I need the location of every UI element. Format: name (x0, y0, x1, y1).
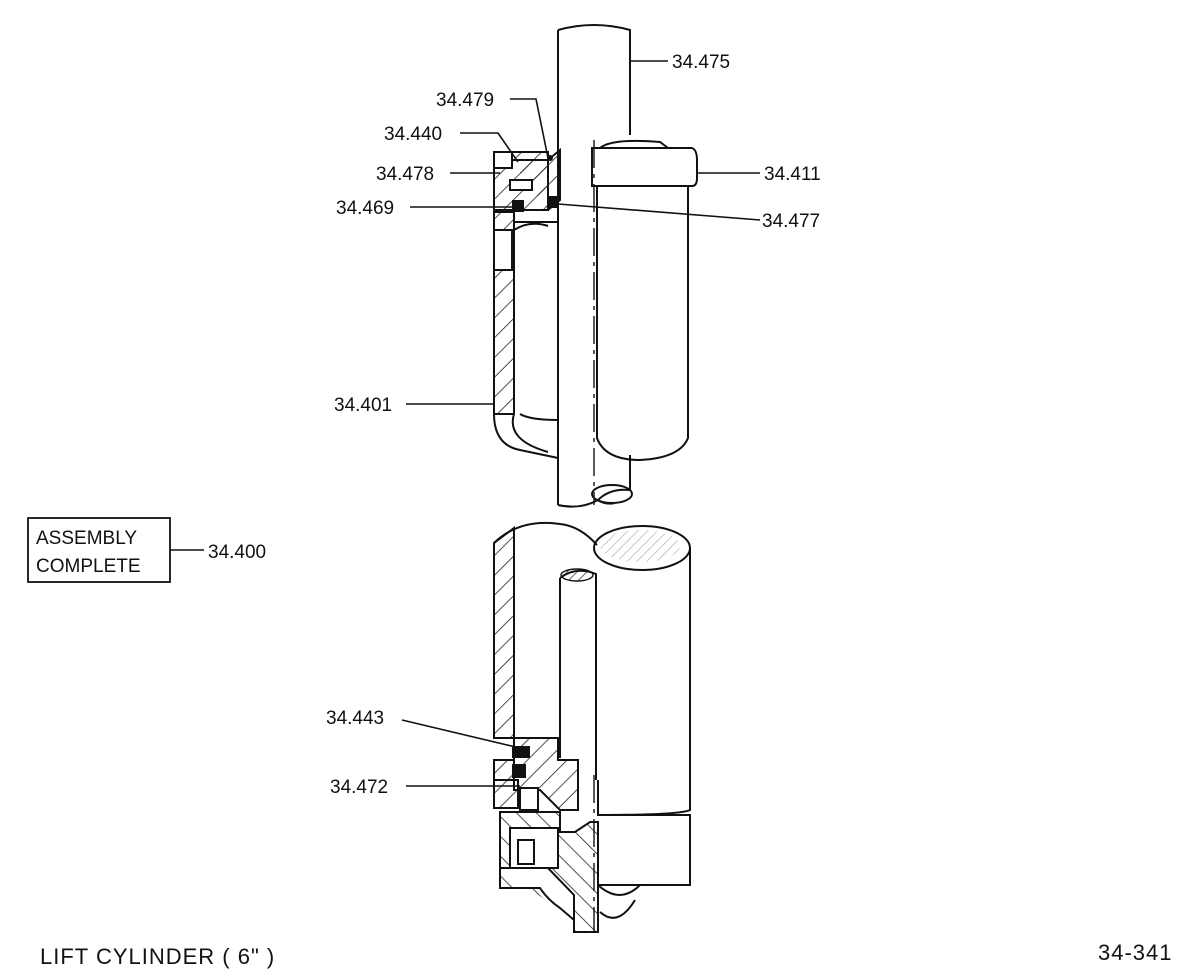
lower-cylinder-section (493, 521, 691, 933)
callout-34-469: 34.469 (336, 198, 394, 219)
assembly-box-line2: COMPLETE (36, 556, 141, 577)
piston-rod-upper (557, 24, 631, 140)
callout-34-475: 34.475 (672, 52, 730, 73)
upper-cylinder-section (493, 24, 698, 508)
callout-34-479: 34.479 (436, 90, 494, 111)
piston-rod-lower (559, 569, 597, 780)
seal-34-443 (512, 746, 530, 758)
callout-34-411: 34.411 (764, 164, 821, 185)
assembly-box-line1: ASSEMBLY (36, 528, 137, 549)
callout-labels: 34.475 34.479 34.440 34.478 34.411 34.46… (208, 52, 821, 798)
cylinder-base (598, 814, 691, 886)
callout-34-472: 34.472 (330, 777, 388, 798)
callout-34-443: 34.443 (326, 708, 384, 729)
seal-34-477 (548, 196, 558, 208)
callout-34-440: 34.440 (384, 124, 442, 145)
seal-34-469 (512, 200, 524, 212)
callout-34-477: 34.477 (762, 211, 820, 232)
page-number: 34-341 (1098, 940, 1173, 965)
callout-34-401: 34.401 (334, 395, 392, 416)
cylinder-barrel-right (596, 186, 689, 462)
cylinder-head (591, 147, 698, 187)
callout-34-478: 34.478 (376, 164, 434, 185)
leader-lines (170, 60, 761, 787)
drawing-title: LIFT CYLINDER ( 6" ) (40, 944, 276, 969)
callout-34-400: 34.400 (208, 542, 266, 563)
assembly-complete-box: ASSEMBLY COMPLETE (27, 517, 171, 583)
